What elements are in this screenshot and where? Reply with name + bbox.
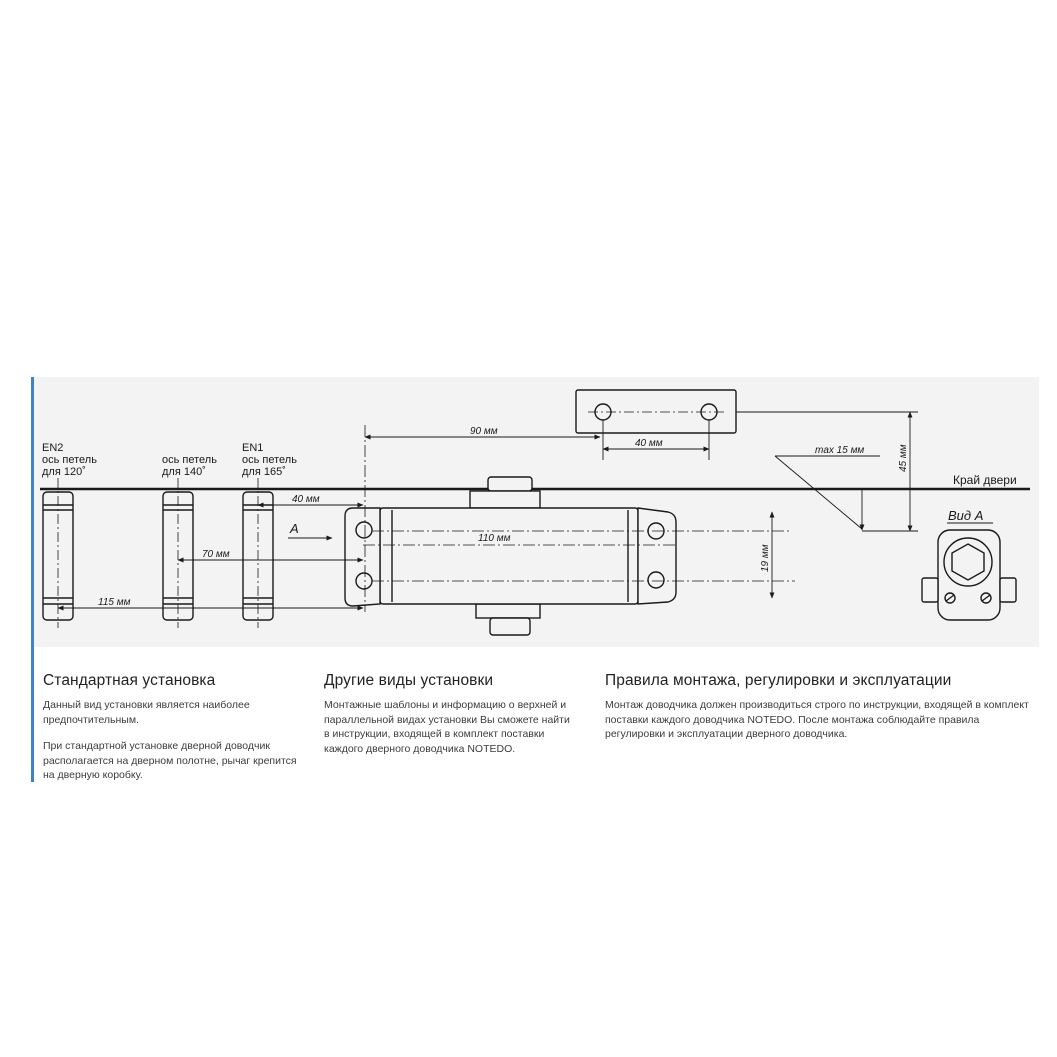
hinge-en2 — [42, 478, 74, 628]
hinge-en2-angle: для 120˚ — [42, 466, 86, 478]
section-rules-title: Правила монтажа, регулировки и эксплуата… — [605, 672, 952, 689]
hinge-140-angle: для 140˚ — [162, 466, 206, 478]
dim-max15: max 15 мм — [815, 445, 864, 456]
accent-bar — [31, 377, 34, 782]
hinge-en2-axis: ось петель — [42, 454, 97, 466]
hinge-140-axis: ось петель — [162, 454, 217, 466]
section-rules: Правила монтажа, регулировки и эксплуата… — [605, 672, 1030, 754]
hinge-en1 — [242, 478, 274, 628]
hinge-en1-angle: для 165˚ — [242, 466, 286, 478]
view-a-side — [921, 529, 1017, 621]
hinge-en1-code: EN1 — [242, 442, 263, 454]
dim-40-left: 40 мм — [292, 494, 320, 505]
section-other: Другие виды установки Монтажные шаблоны … — [324, 672, 574, 768]
hinge-140 — [162, 478, 194, 628]
dim-110: 110 мм — [478, 533, 511, 544]
section-other-title: Другие виды установки — [324, 672, 494, 689]
door-edge-label: Край двери — [953, 473, 1017, 487]
hinge-en2-code: EN2 — [42, 442, 63, 454]
dim-115: 115 мм — [98, 597, 131, 608]
section-rules-text-1: Монтаж доводчика должен производиться ст… — [605, 699, 1029, 740]
section-standard-title: Стандартная установка — [43, 672, 216, 689]
door-closer-body — [344, 476, 677, 636]
view-a-label: Вид А — [948, 508, 983, 523]
dim-90: 90 мм — [470, 426, 498, 437]
section-standard-text-2: При стандартной установке дверной доводч… — [43, 740, 297, 781]
dim-19: 19 мм — [760, 544, 771, 572]
arrow-a-label: A — [289, 521, 299, 536]
hinge-en1-axis: ось петель — [242, 454, 297, 466]
section-other-text-1: Монтажные шаблоны и информацию о верхней… — [324, 699, 570, 755]
mounting-plate — [575, 389, 737, 434]
section-standard: Стандартная установка Данный вид установ… — [43, 672, 298, 795]
dim-45: 45 мм — [898, 444, 909, 472]
dim-70: 70 мм — [202, 549, 230, 560]
section-standard-text-1: Данный вид установки является наиболее п… — [43, 699, 250, 726]
dim-40-top: 40 мм — [635, 438, 663, 449]
